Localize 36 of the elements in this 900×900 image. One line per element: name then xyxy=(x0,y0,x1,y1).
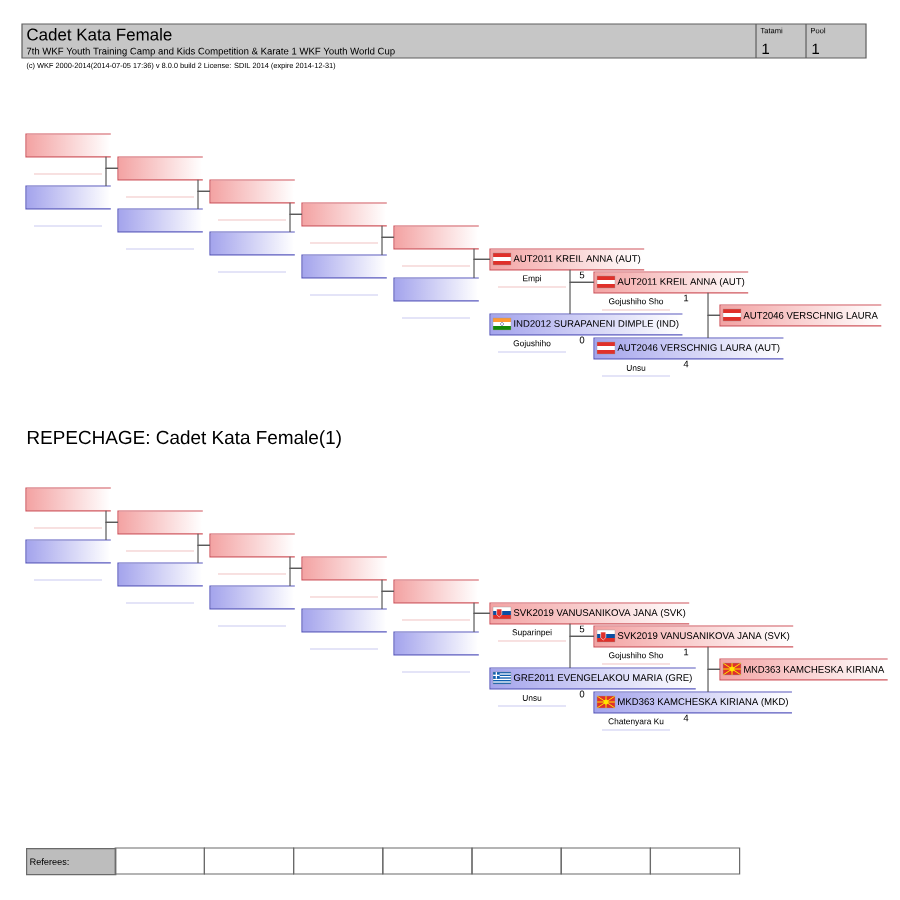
bracket-connector xyxy=(569,635,595,669)
bracket-connector xyxy=(289,567,303,587)
bracket-slot xyxy=(301,202,388,227)
bracket-slot xyxy=(209,231,296,256)
bracket-slot xyxy=(209,585,296,610)
bracket-connector xyxy=(197,544,211,564)
bracket-slot xyxy=(25,487,112,512)
bracket-connector xyxy=(707,668,721,693)
bracket-connector xyxy=(473,258,491,279)
bracket-slot xyxy=(117,562,204,587)
bracket-slot xyxy=(209,179,296,204)
title: Cadet Kata Female xyxy=(27,28,172,41)
bracket-connector xyxy=(105,167,119,187)
bracket-slot xyxy=(25,133,112,158)
bracket-slot xyxy=(25,539,112,564)
section-heading: REPECHAGE: Cadet Kata Female(1) xyxy=(27,430,341,448)
bracket-slot xyxy=(25,185,112,210)
bracket-connector xyxy=(473,612,491,633)
bracket-connector xyxy=(707,314,721,339)
bracket-slot xyxy=(393,277,480,302)
bracket-connector xyxy=(381,590,395,610)
bracket-slot xyxy=(301,608,388,633)
bracket-slot xyxy=(393,225,480,250)
bracket-slot xyxy=(117,510,204,535)
bracket-slot xyxy=(209,533,296,558)
bracket-slot xyxy=(393,579,480,604)
bracket-slot xyxy=(301,556,388,581)
bracket-connector xyxy=(569,281,595,315)
bracket-slot xyxy=(117,208,204,233)
bracket-slot xyxy=(117,156,204,181)
bracket-connector xyxy=(381,236,395,256)
bracket-connector xyxy=(197,190,211,210)
bracket-connector xyxy=(289,213,303,233)
bracket-slot xyxy=(301,254,388,279)
bracket-connector xyxy=(105,521,119,541)
bracket-slot xyxy=(393,631,480,656)
